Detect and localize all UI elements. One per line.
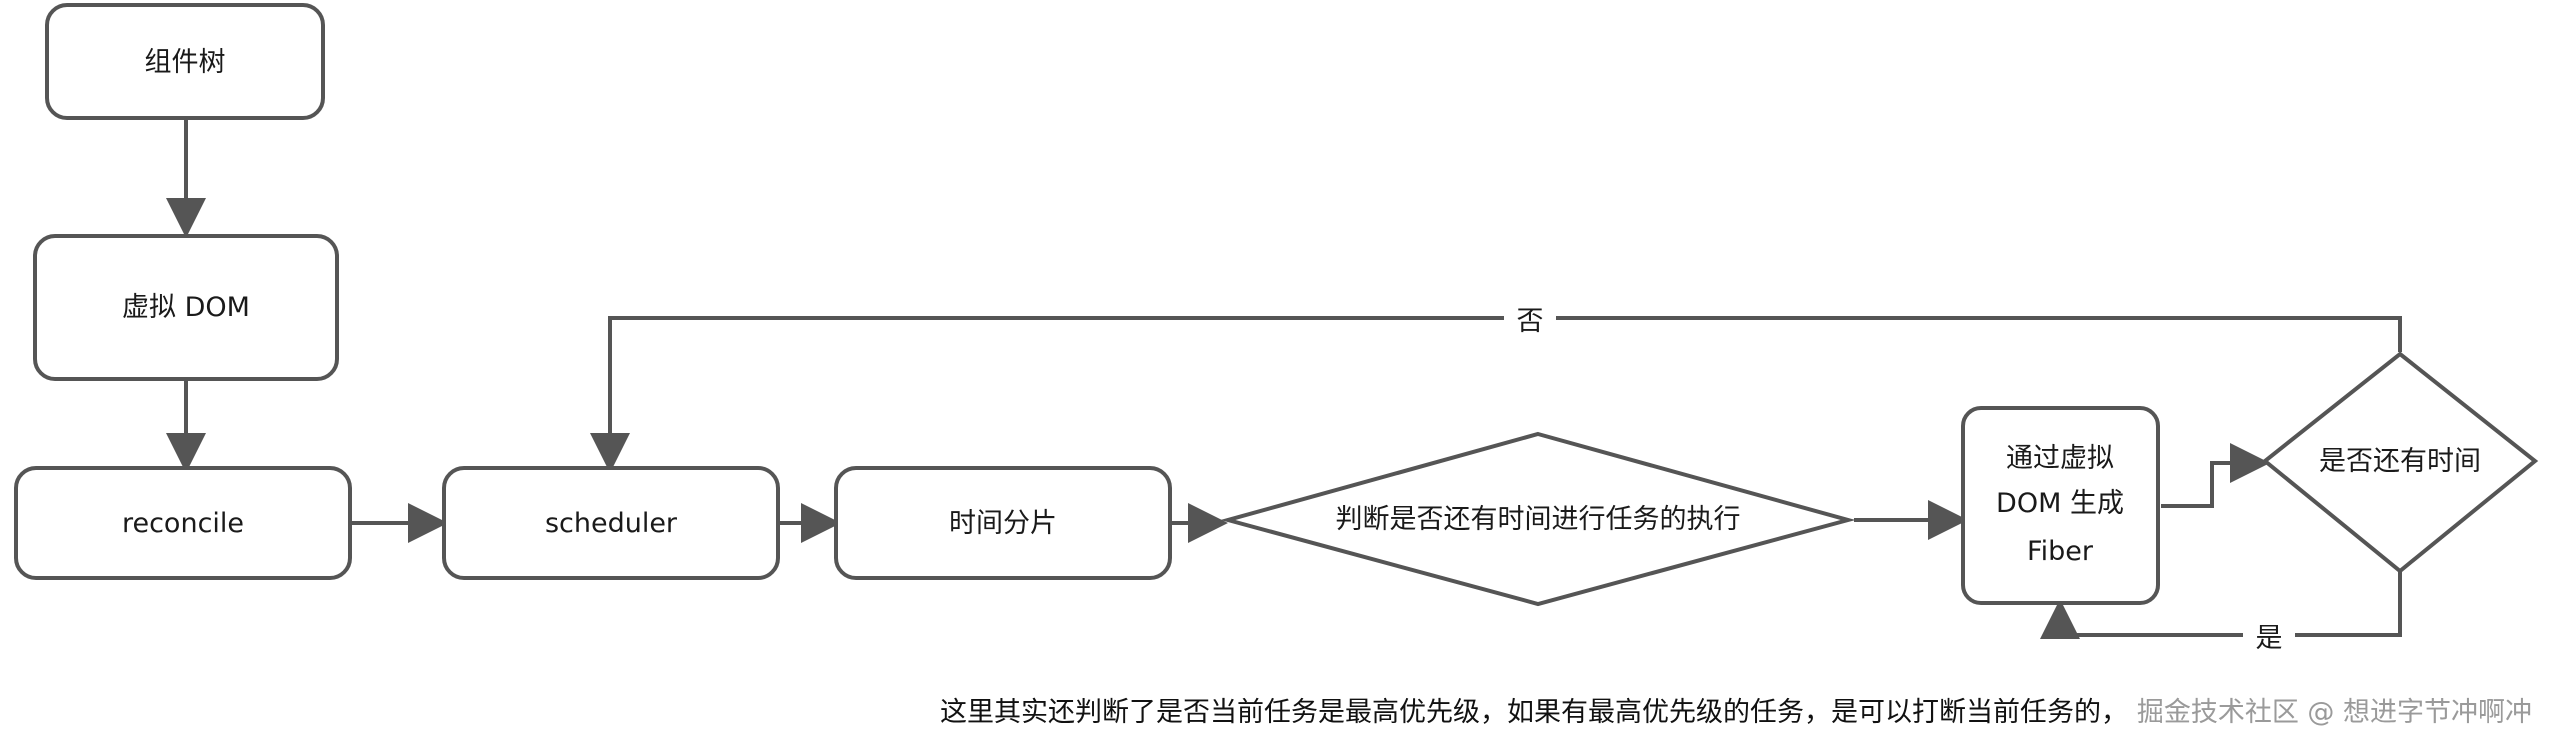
node-label: 判断是否还有时间进行任务的执行 — [1336, 504, 1741, 535]
edge-label-yes: 是 — [2256, 623, 2283, 654]
node-label: 组件树 — [145, 47, 226, 78]
node-label: 是否还有时间 — [2319, 446, 2481, 477]
node-label: 虚拟 DOM — [122, 292, 250, 323]
edge-has-time-yes-to-fiber: 是 — [2040, 572, 2402, 656]
edge-has-time-no-to-scheduler: 否 — [590, 297, 2402, 473]
node-has-time-left: 是否还有时间 — [2261, 351, 2539, 574]
node-label: scheduler — [545, 508, 678, 539]
node-reconcile: reconcile — [14, 466, 352, 580]
node-time-slicing: 时间分片 — [834, 466, 1172, 580]
node-generate-fiber: 通过虚拟 DOM 生成 Fiber — [1961, 406, 2160, 605]
node-label-line-2: DOM 生成 — [1996, 488, 2124, 519]
edge-label-no: 否 — [1517, 306, 1544, 337]
node-label: 时间分片 — [949, 508, 1057, 539]
node-check-time-for-task: 判断是否还有时间进行任务的执行 — [1220, 431, 1856, 607]
node-label-line-1: 通过虚拟 — [2006, 443, 2114, 474]
node-label-line-3: Fiber — [2027, 536, 2094, 567]
node-virtual-dom: 虚拟 DOM — [33, 234, 339, 381]
node-scheduler: scheduler — [442, 466, 780, 580]
node-component-tree: 组件树 — [45, 3, 325, 120]
edge-fiber-to-has-time — [2161, 443, 2270, 508]
watermark: 掘金技术社区 @ 想进字节冲啊冲 — [2136, 697, 2532, 728]
footer-note: 这里其实还判断了是否当前任务是最高优先级，如果有最高优先级的任务，是可以打断当前… — [940, 697, 2128, 728]
node-label: reconcile — [122, 508, 244, 539]
